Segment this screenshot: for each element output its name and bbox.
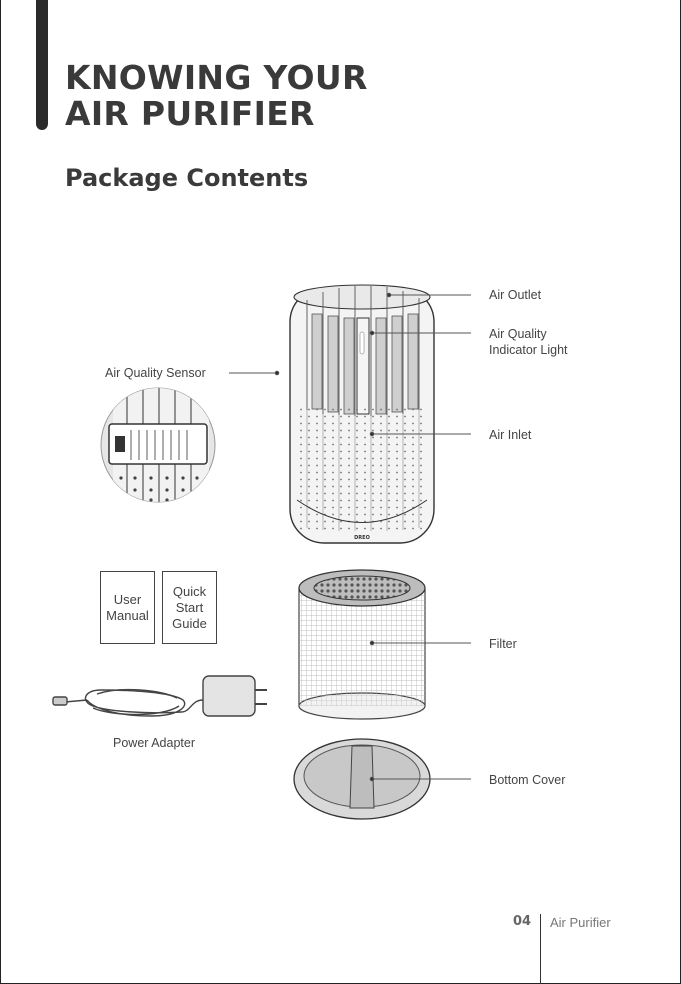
label-air-inlet: Air Inlet [489,427,531,443]
quick-start-line2: Start [172,600,207,616]
filter-illustration [299,570,425,719]
purifier-device: DREO [290,285,434,543]
user-manual-booklet: User Manual [100,571,155,644]
label-air-outlet: Air Outlet [489,287,541,303]
label-air-quality-sensor: Air Quality Sensor [105,365,206,381]
label-air-quality-indicator: Air Quality Indicator Light [489,326,568,358]
footer-divider [540,914,541,984]
sensor-closeup [101,388,215,508]
label-power-adapter: Power Adapter [113,735,195,751]
label-bottom-cover: Bottom Cover [489,772,565,788]
quick-start-line1: Quick [172,584,207,600]
label-filter: Filter [489,636,517,652]
brand-mark: DREO [354,535,370,541]
user-manual-line1: User [106,592,149,608]
user-manual-line2: Manual [106,608,149,624]
quick-start-line3: Guide [172,616,207,632]
power-adapter-illustration [53,676,267,716]
footer-product-name: Air Purifier [550,915,611,930]
page-number: 04 [513,914,531,929]
label-air-quality-line1: Air Quality [489,326,568,342]
label-air-quality-line2: Indicator Light [489,342,568,358]
quick-start-guide-booklet: Quick Start Guide [162,571,217,644]
